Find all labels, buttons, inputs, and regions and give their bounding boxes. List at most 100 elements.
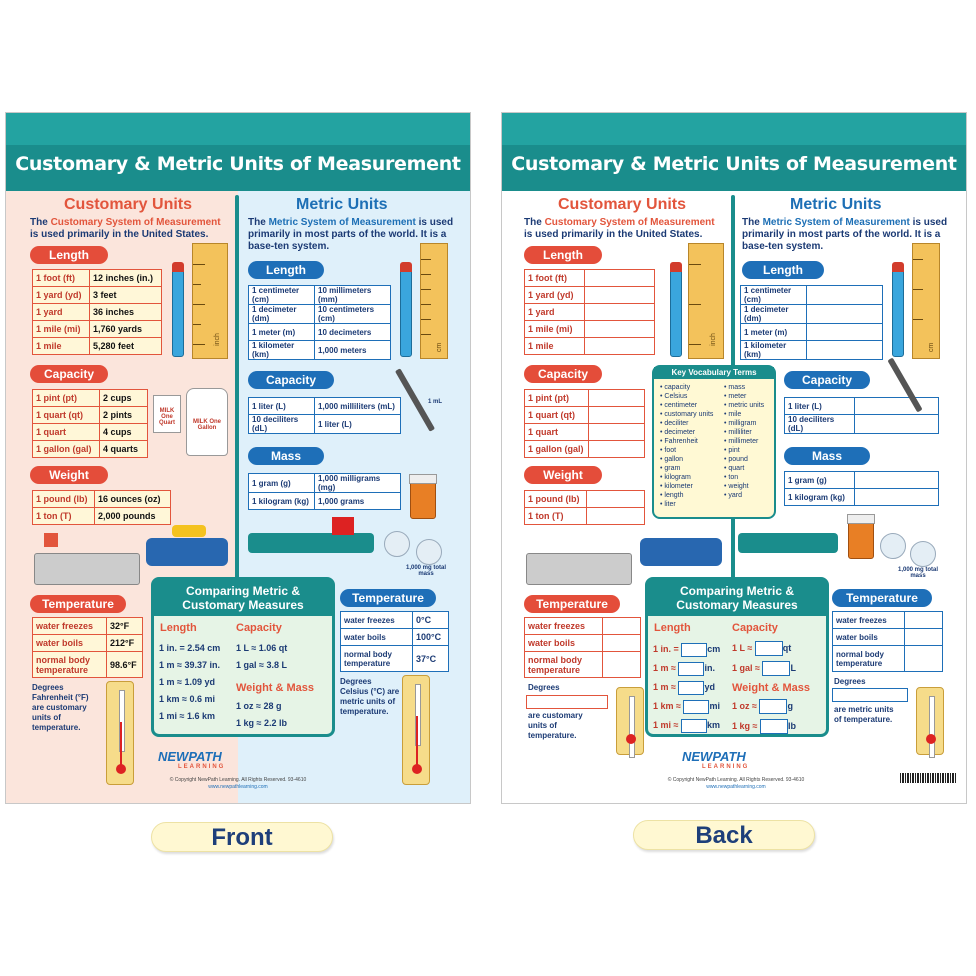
- table-cell: water freezes: [832, 611, 905, 629]
- comparison-heading: Comparing Metric & Customary Measures: [648, 580, 826, 616]
- list-item: • ton: [724, 474, 739, 481]
- back-label-tag: Back: [633, 820, 815, 850]
- capacity-label: Capacity: [524, 365, 602, 383]
- answer-blank[interactable]: [588, 423, 645, 441]
- answer-blank[interactable]: [854, 488, 939, 506]
- list-item: 1 m ≈ in.: [653, 659, 729, 678]
- table-cell: 1 meter (m): [248, 323, 315, 341]
- table-cell: 37°C: [412, 645, 449, 672]
- table-cell: 1 foot (ft): [524, 269, 585, 287]
- answer-blank[interactable]: [588, 389, 645, 407]
- answer-blank[interactable]: [678, 661, 705, 676]
- table-cell: 5,280 feet: [89, 337, 162, 355]
- answer-blank[interactable]: [683, 699, 710, 714]
- table-cell: 1 kilometer (km): [248, 340, 315, 360]
- answer-blank[interactable]: [754, 641, 783, 657]
- answer-blank[interactable]: [602, 617, 641, 635]
- vocabulary-heading: Key Vocabulary Terms: [654, 367, 774, 379]
- list-item: 1 oz ≈ g: [732, 696, 796, 716]
- temperature-f-label: Temperature: [30, 595, 126, 613]
- cmp-length-label: Length: [654, 622, 691, 634]
- ruler-unit-label: inch: [214, 333, 222, 346]
- table-cell: water freezes: [340, 611, 413, 629]
- list-item: • metric units: [724, 402, 765, 409]
- answer-blank[interactable]: [806, 285, 883, 305]
- table-row: 1 quart (qt): [524, 406, 645, 424]
- list-item: • liter: [660, 501, 676, 508]
- answer-blank[interactable]: [584, 269, 655, 287]
- answer-blank[interactable]: [806, 340, 883, 360]
- answer-blank[interactable]: [584, 320, 655, 338]
- back-celsius-note-b: are metric units of temperature.: [834, 705, 894, 724]
- answer-blank[interactable]: [854, 471, 939, 489]
- front-poster: Customary & Metric Units of Measurement …: [5, 112, 471, 804]
- answer-blank[interactable]: [681, 642, 708, 657]
- table-cell: 1 liter (L): [314, 414, 401, 434]
- table-cell: normal body temperature: [524, 651, 603, 678]
- inch-ruler-image: inch: [688, 243, 724, 359]
- back-celsius-note-a: Degrees: [834, 677, 866, 686]
- celsius-thermometer-image: [916, 687, 944, 758]
- answer-blank[interactable]: [759, 699, 788, 715]
- table-cell: 1 quart: [524, 423, 589, 441]
- answer-blank[interactable]: [586, 490, 645, 508]
- fahrenheit-note: Degrees Fahrenheit (°F) are customary un…: [32, 683, 89, 732]
- answer-blank[interactable]: [584, 286, 655, 304]
- table-cell: 10 deciliters (dL): [248, 414, 315, 434]
- balance-image: [248, 533, 374, 553]
- weight-label: Weight: [30, 466, 108, 484]
- table-cell: 1,760 yards: [89, 320, 162, 338]
- answer-blank[interactable]: [904, 611, 943, 629]
- answer-blank[interactable]: [680, 718, 707, 733]
- list-item: 1 km ≈ 0.6 mi: [159, 694, 215, 704]
- logo-text: NEWPATH: [682, 749, 746, 764]
- back-poster: Customary & Metric Units of Measurement …: [501, 112, 967, 804]
- answer-blank[interactable]: [806, 304, 883, 324]
- table-cell: 10 decimeters: [314, 323, 391, 341]
- balance-scale-image: [526, 553, 632, 585]
- table-cell: 1,000 milligrams (mg): [314, 473, 401, 493]
- table-cell: 1 quart (qt): [32, 406, 100, 424]
- mass-label: Mass: [248, 447, 324, 465]
- answer-blank[interactable]: [759, 719, 788, 735]
- answer-blank[interactable]: [904, 645, 943, 672]
- table-cell: 1 mile: [524, 337, 585, 355]
- table-cell: 1 quart: [32, 423, 100, 441]
- table-row: 1 ton (T): [524, 507, 645, 525]
- answer-blank[interactable]: [588, 440, 645, 458]
- table-cell: 10 millimeters (mm): [314, 285, 391, 305]
- answer-blank[interactable]: [602, 634, 641, 652]
- answer-blank[interactable]: [586, 507, 645, 525]
- website: www.newpathlearning.com: [706, 784, 766, 790]
- table-row: water freezes: [832, 611, 943, 629]
- answer-blank[interactable]: [584, 303, 655, 321]
- answer-blank[interactable]: [854, 397, 939, 415]
- barcode-image: [900, 773, 956, 783]
- answer-blank[interactable]: [526, 695, 608, 709]
- list-item: 1 gal ≈ 3.8 L: [236, 660, 287, 670]
- answer-blank[interactable]: [584, 337, 655, 355]
- header-band: [502, 113, 966, 191]
- table-cell: 1 foot (ft): [32, 269, 90, 287]
- tablet-image: [384, 531, 410, 557]
- answer-blank[interactable]: [904, 628, 943, 646]
- vocabulary-list-1: • capacity• Celsius• centimeter• customa…: [660, 383, 713, 509]
- answer-blank[interactable]: [678, 680, 705, 695]
- list-item: • pound: [724, 456, 748, 463]
- table-cell: 98.6°F: [106, 651, 143, 678]
- header-band: [6, 113, 470, 191]
- copyright: © Copyright NewPath Learning. All Rights…: [667, 777, 805, 783]
- answer-blank[interactable]: [854, 414, 939, 434]
- answer-blank[interactable]: [806, 323, 883, 341]
- answer-blank[interactable]: [588, 406, 645, 424]
- pencil-image: [400, 262, 412, 357]
- answer-blank[interactable]: [762, 661, 791, 677]
- answer-blank[interactable]: [602, 651, 641, 678]
- table-row: water freezes: [524, 617, 641, 635]
- answer-blank[interactable]: [832, 688, 908, 702]
- table-cell: 1,000 meters: [314, 340, 391, 360]
- weight-label: Weight: [524, 466, 602, 484]
